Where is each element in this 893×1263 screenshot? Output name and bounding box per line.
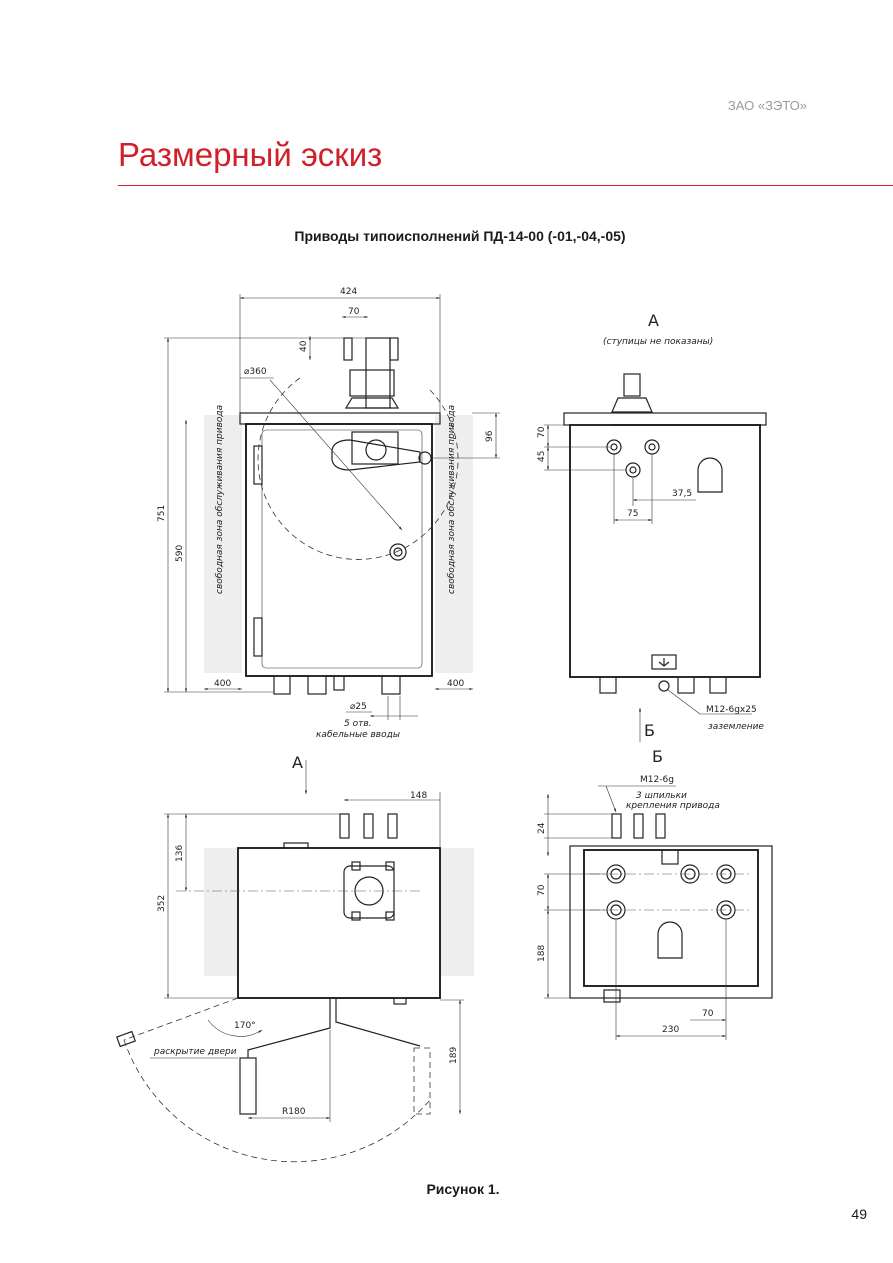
dim-bottom-24: 24 bbox=[537, 822, 547, 834]
dim-width-total: 424 bbox=[340, 287, 357, 297]
dim-top-352: 352 bbox=[157, 895, 167, 912]
dim-cable-diameter: ⌀25 bbox=[350, 702, 367, 712]
dim-top-148: 148 bbox=[410, 791, 427, 801]
dim-top-136: 136 bbox=[175, 845, 185, 862]
side-view-note: (ступицы не показаны) bbox=[603, 337, 713, 347]
cable-entries-count: 5 отв. bbox=[344, 719, 372, 729]
dim-side-45: 45 bbox=[537, 451, 547, 462]
view-a-marker-top: А bbox=[292, 753, 303, 772]
dim-clearance-right: 400 bbox=[447, 679, 464, 689]
studs-line-2: крепления привода bbox=[626, 801, 720, 811]
cable-gland bbox=[273, 675, 291, 695]
side-body bbox=[569, 424, 761, 678]
door-open-label: раскрытие двери bbox=[153, 1047, 237, 1057]
stud-thread: M12-6g bbox=[640, 775, 674, 785]
cabinet-door bbox=[261, 429, 423, 669]
bottom-plate bbox=[569, 845, 773, 999]
title-rule bbox=[118, 185, 893, 186]
dim-shaft-height: 40 bbox=[299, 340, 309, 352]
hinge-bottom bbox=[253, 617, 263, 657]
side-shaft bbox=[623, 373, 641, 397]
studs-line-1: 3 шпильки bbox=[636, 791, 687, 801]
top-view bbox=[116, 760, 474, 1163]
hinge-top bbox=[253, 445, 263, 485]
dim-top-radius: R180 bbox=[282, 1107, 306, 1117]
dim-top-189: 189 bbox=[449, 1047, 459, 1064]
roof bbox=[239, 412, 441, 425]
dim-body-height: 590 bbox=[175, 545, 185, 562]
page-number: 49 bbox=[851, 1206, 867, 1222]
dim-swing-diameter: ⌀360 bbox=[244, 367, 267, 377]
view-b-marker: Б bbox=[652, 747, 663, 766]
figure-caption: Рисунок 1. bbox=[426, 1181, 500, 1197]
dim-bottom-70: 70 bbox=[537, 884, 547, 896]
company-name: ЗАО «ЗЭТО» bbox=[727, 98, 807, 113]
ground-thread: M12-6gx25 bbox=[706, 705, 757, 715]
dim-shaft-width: 70 bbox=[348, 307, 360, 317]
ground-symbol bbox=[651, 654, 677, 670]
dim-bottom-70b: 70 bbox=[702, 1009, 714, 1019]
dim-clearance-left: 400 bbox=[214, 679, 231, 689]
drawing-subtitle: Приводы типоисполнений ПД-14-00 (-01,-04… bbox=[294, 228, 626, 244]
dim-side-37-5: 37,5 bbox=[672, 489, 692, 499]
cable-entries-label: кабельные вводы bbox=[316, 730, 400, 740]
top-body bbox=[237, 847, 441, 999]
view-a-marker: А bbox=[648, 311, 659, 330]
dim-door-angle: 170° bbox=[234, 1021, 256, 1031]
page-title: Размерный эскиз bbox=[118, 136, 383, 173]
zone-left-label: свободная зона обслуживания привода bbox=[215, 405, 225, 594]
side-view bbox=[544, 373, 767, 742]
dim-bottom-188: 188 bbox=[537, 945, 547, 962]
side-roof bbox=[563, 412, 767, 426]
side-window bbox=[697, 457, 723, 493]
dim-side-70: 70 bbox=[537, 426, 547, 438]
bottom-view bbox=[544, 785, 773, 1040]
dim-top-offset: 96 bbox=[485, 430, 495, 442]
dim-height-total: 751 bbox=[157, 505, 167, 522]
service-zone-left bbox=[204, 415, 242, 673]
bottom-body bbox=[583, 849, 759, 987]
dim-bottom-230: 230 bbox=[662, 1025, 679, 1035]
cabinet-body bbox=[245, 423, 433, 677]
ground-label: заземление bbox=[708, 722, 764, 732]
dim-side-75: 75 bbox=[627, 509, 638, 519]
cable-gland bbox=[307, 675, 327, 695]
top-zone-right bbox=[440, 848, 474, 976]
front-view bbox=[164, 294, 500, 720]
lock-knob bbox=[389, 543, 407, 561]
view-b-arrow-label: Б bbox=[644, 721, 655, 740]
cable-gland bbox=[381, 675, 401, 695]
top-hub bbox=[343, 865, 395, 919]
zone-right-label: свободная зона обслуживания привода bbox=[447, 405, 457, 594]
top-zone-left bbox=[204, 848, 238, 976]
